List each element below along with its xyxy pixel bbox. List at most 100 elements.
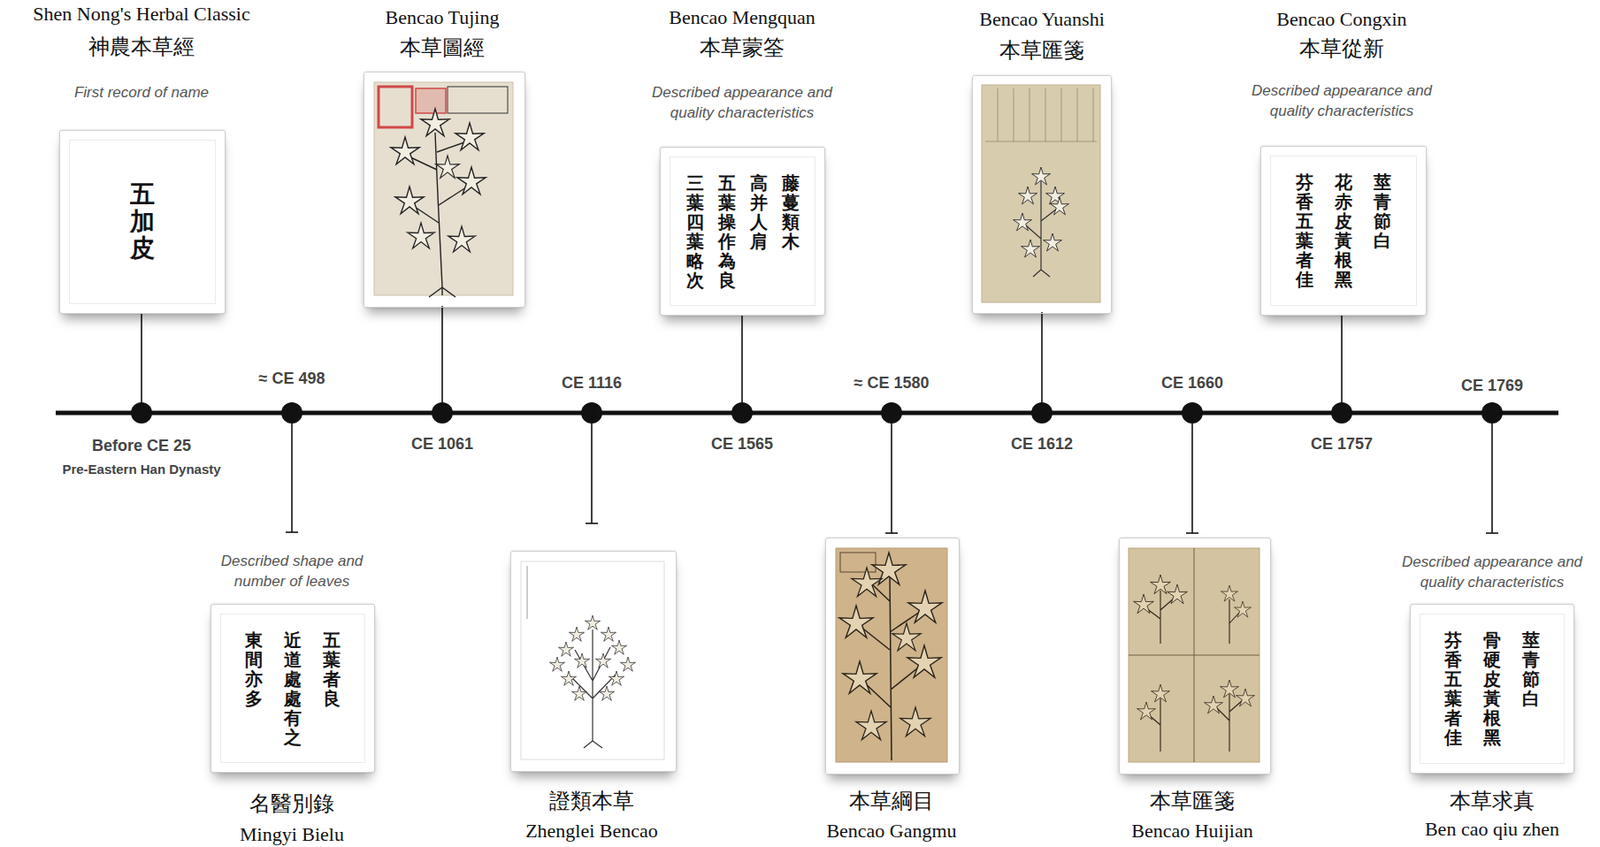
leader-line	[590, 413, 593, 524]
classical-quote: 莖青節白	[1522, 630, 1540, 709]
description-note: Described appearance and quality charact…	[1244, 81, 1440, 123]
plant-stem	[570, 629, 617, 749]
description-note: Described appearance and quality charact…	[644, 83, 840, 124]
timeline-card: 藤蔓類木高并人肩五葉操作為良三葉四葉略次 Bencao Mengquan 本草蒙筌 D…	[600, 0, 884, 847]
quote-frame: 五加皮	[59, 130, 226, 314]
plant-leaf	[1032, 167, 1051, 185]
illustration-frame	[825, 537, 960, 775]
timeline-card: 證類本草 Zhenglei Bencao	[450, 0, 734, 847]
plant-leaf	[892, 623, 921, 651]
plant-leaf	[568, 627, 584, 642]
plant-stem	[1146, 590, 1243, 752]
card-ground	[510, 551, 675, 771]
card-ground	[1118, 537, 1270, 774]
book-title: Zhenglei Bencao	[525, 819, 659, 843]
scan-page	[520, 561, 665, 760]
plant-leaf	[1220, 680, 1240, 698]
chinese-title: 本草蒙筌	[699, 33, 785, 62]
plant-leaf	[390, 137, 420, 165]
quote-columns: 五加皮	[130, 181, 155, 263]
plant-leaf	[1046, 186, 1065, 205]
plant-leaf	[600, 627, 616, 642]
classical-quote: 東間亦多	[244, 630, 263, 709]
book-title: Mingyi Bielu	[239, 823, 345, 847]
leader-line	[741, 313, 743, 414]
header-box	[840, 552, 876, 573]
plant-leaf	[598, 686, 614, 701]
classical-quote: 藤蔓類木	[781, 173, 800, 252]
leader-lines	[141, 306, 1499, 534]
plant-leaf	[549, 657, 565, 672]
zhenglei-illustration	[510, 551, 675, 771]
leader-line	[140, 312, 143, 414]
chinese-title: 證類本草	[549, 787, 635, 816]
date-label: CE 1757	[1310, 435, 1373, 454]
timeline-card: 莖青節白骨硬皮黃根黑芬香五葉者佳Described appearance and…	[1350, 0, 1600, 847]
illustration-frame	[363, 71, 526, 308]
timeline-axis	[55, 402, 1559, 424]
plant-leaf	[1236, 688, 1256, 707]
quote-panel: 五葉者良近道處處有之東間亦多	[220, 613, 366, 764]
plant-leaf	[839, 605, 873, 638]
quote-frame: 藤蔓類木高并人肩五葉操作為良三葉四葉略次	[659, 146, 826, 316]
book-title: Bencao Congxin	[1276, 7, 1407, 31]
plant-leaf	[1150, 574, 1172, 595]
leader-line	[441, 306, 444, 414]
quote-columns: 五葉者良近道處處有之東間亦多	[244, 630, 341, 748]
leader-line	[1340, 313, 1343, 414]
plant-leaf	[1021, 239, 1041, 258]
timeline-card: Bencao Tujing本草圖經	[300, 0, 584, 847]
plant-leaf	[595, 653, 611, 668]
quote-columns: 藤蔓類木高并人肩五葉操作為良三葉四葉略次	[686, 173, 800, 291]
chinese-title: 本草從新	[1299, 34, 1385, 63]
leader-line	[890, 413, 893, 534]
plant-leaf	[1220, 585, 1238, 602]
leader-tick	[585, 522, 598, 525]
classical-quote: 花赤皮黃根黑	[1334, 172, 1353, 290]
plant-leaf	[1137, 702, 1156, 720]
classical-quote: 芬香五葉者佳	[1295, 172, 1314, 290]
book-title: Bencao Mengquan	[668, 6, 816, 30]
timeline-card: Bencao Yuanshi本草匯箋	[900, 0, 1184, 847]
plant-leaf	[851, 567, 882, 598]
plant-leaf	[1167, 584, 1188, 605]
illustration-frame	[1118, 537, 1271, 775]
book-title: Bencao Tujing	[385, 6, 500, 30]
scan-page	[1128, 548, 1260, 763]
classical-quote: 莖青節白	[1373, 172, 1392, 251]
timeline-card: 本草綱目Bencao Gangmu	[750, 0, 1034, 847]
chinese-title: 本草匯箋	[1149, 787, 1235, 816]
plant-leaf	[1133, 594, 1155, 614]
timeline-card: 本草匯箋Bencao Huijian	[1050, 0, 1334, 847]
chinese-title: 神農本草經	[88, 32, 195, 62]
date-label: CE 1061	[411, 435, 474, 454]
era-label: Pre-Eastern Han Dynasty	[61, 461, 221, 477]
book-title: Ben cao qiu zhen	[1424, 818, 1560, 842]
quote-frame: 莖青節白骨硬皮黃根黑芬香五葉者佳	[1409, 604, 1575, 774]
classical-quote: 高并人肩	[750, 173, 768, 252]
leader-tick	[885, 532, 898, 535]
page-divider	[1128, 548, 1260, 763]
quote-frame: 莖青節白 花赤皮黃根黑 芬香五葉者佳	[1260, 145, 1427, 316]
plant-leaf	[421, 108, 450, 137]
leader-tick	[1485, 532, 1499, 535]
plant-leaf	[448, 226, 475, 253]
illustration-frame	[510, 551, 677, 773]
quote-panel: 莖青節白 花赤皮黃根黑 芬香五葉者佳	[1270, 155, 1417, 307]
plant-leaf	[395, 186, 424, 215]
leader-line	[1191, 413, 1194, 534]
page-rule	[527, 566, 529, 620]
plant-leaf	[584, 615, 600, 630]
plant-leaf	[907, 645, 942, 678]
red-seal	[378, 86, 413, 128]
leader-tick	[285, 531, 299, 534]
quote-panel: 五加皮	[68, 139, 216, 305]
chinese-title: 名醫別錄	[249, 789, 335, 819]
red-seal	[415, 88, 446, 114]
date-label: ≈ CE 498	[259, 369, 326, 389]
date-label: CE 1116	[561, 374, 622, 393]
book-title: Shen Nong's Herbal Classic	[32, 2, 250, 26]
description-note: Described shape and number of leaves	[207, 551, 376, 593]
scan-page	[981, 84, 1101, 303]
